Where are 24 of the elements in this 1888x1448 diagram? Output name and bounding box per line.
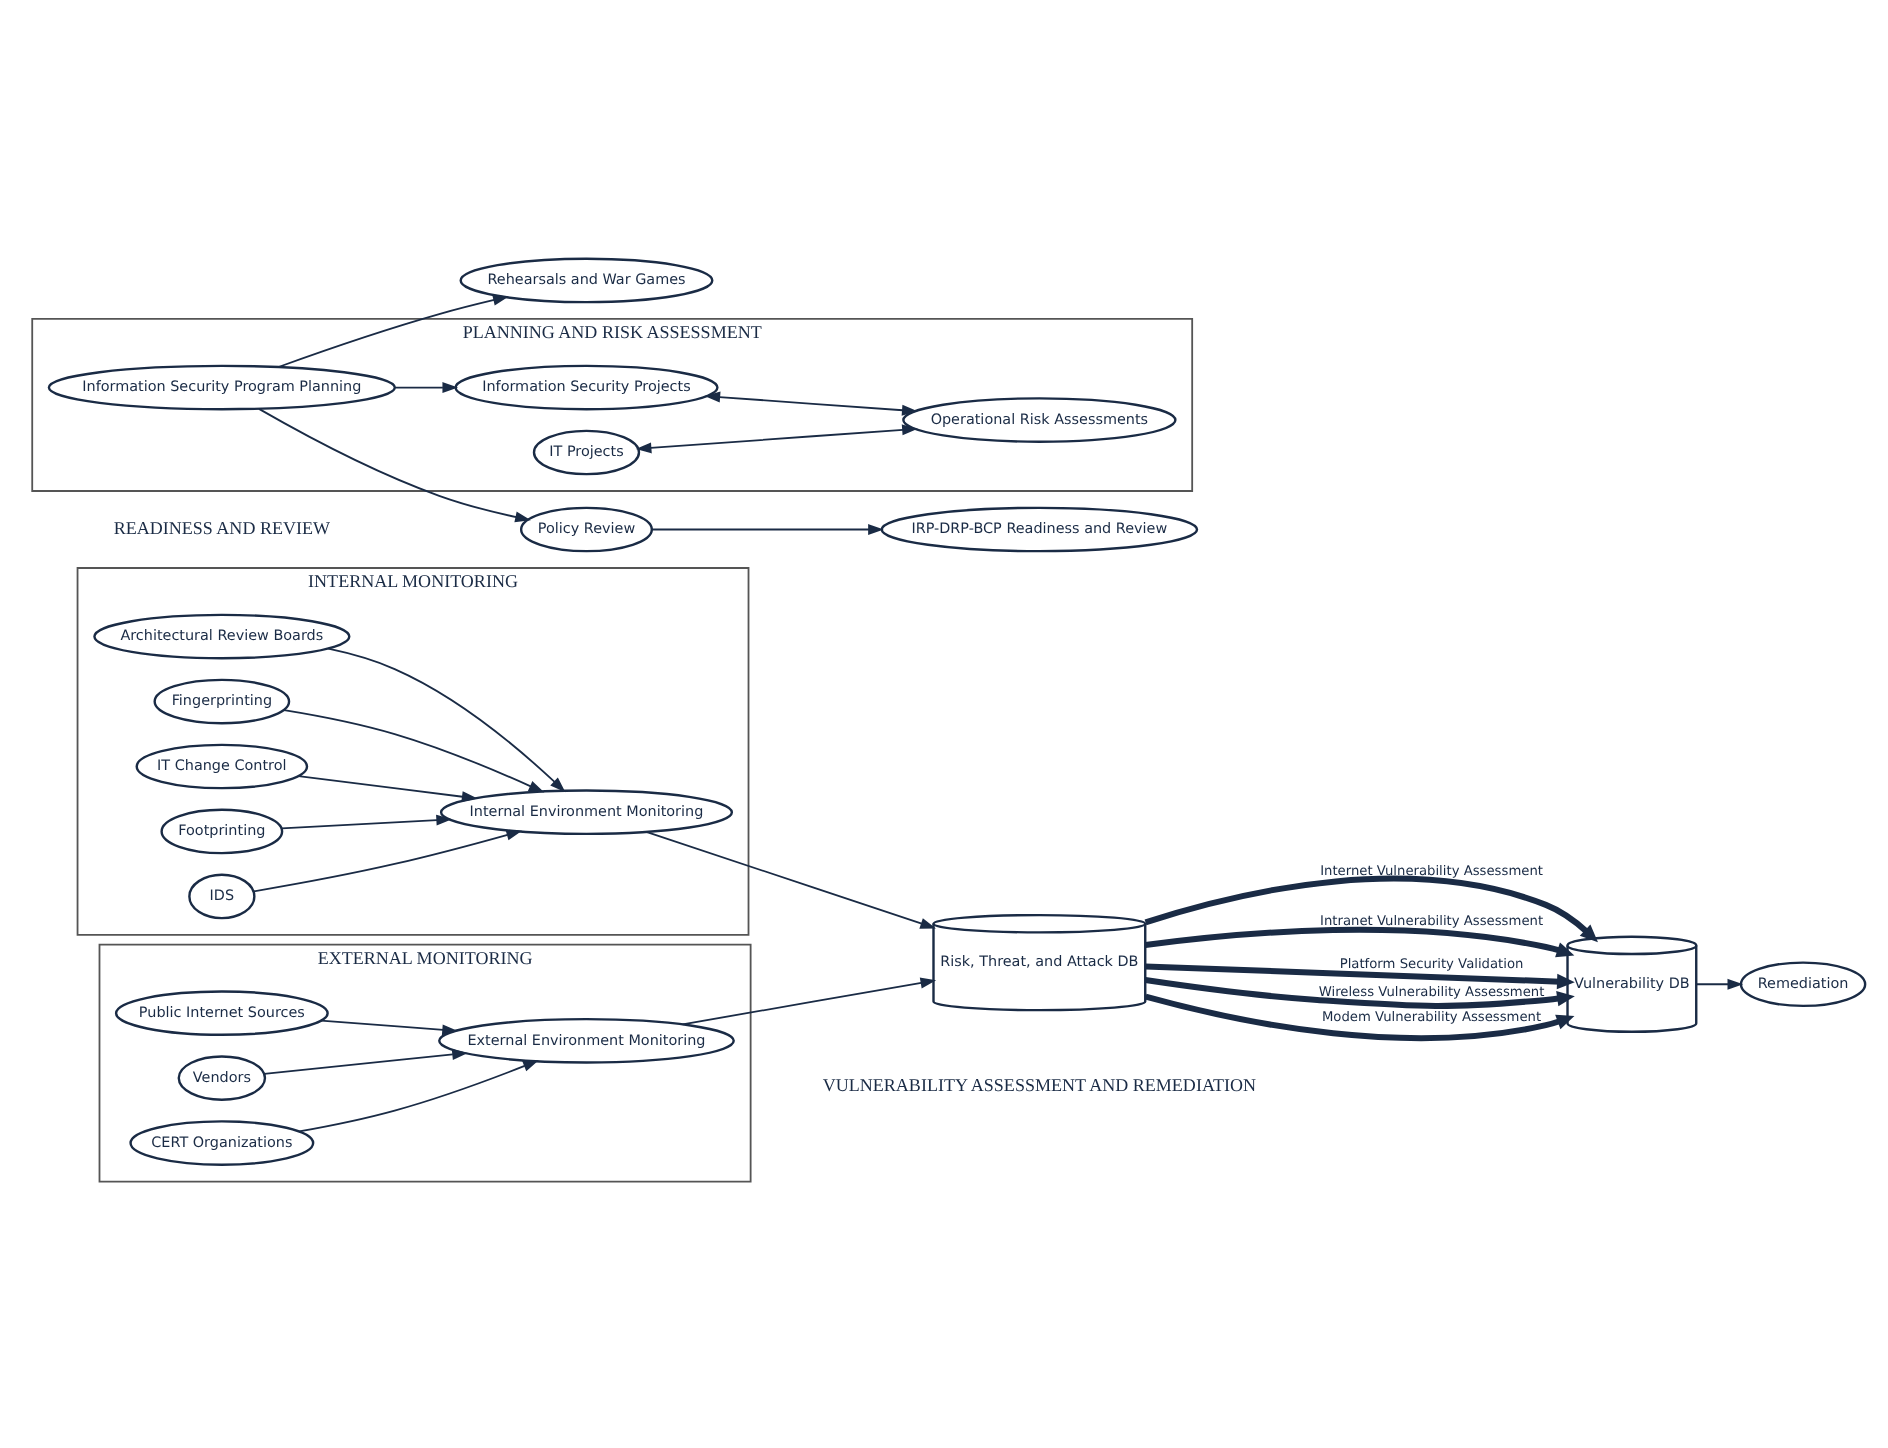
arrow: [646, 830, 936, 928]
arrow: [297, 774, 478, 802]
arrow: [252, 828, 523, 892]
arrow: [298, 1059, 539, 1132]
arrow: [283, 708, 545, 792]
arrow: [1145, 925, 1575, 957]
arrow: [1145, 962, 1575, 989]
arrow: [327, 646, 566, 792]
arrow: [650, 523, 884, 534]
arrow: [704, 390, 918, 415]
arrow: [1144, 874, 1598, 942]
label: READINESS AND REVIEW: [113, 516, 331, 537]
arrow: [394, 381, 459, 392]
arrow: [277, 293, 509, 367]
arrow: [681, 976, 937, 1025]
arrow: [258, 407, 531, 522]
arrow: [1144, 976, 1575, 1008]
arrow: [635, 423, 918, 453]
label: VULNERABILITY ASSESSMENT AND REMEDIATION: [822, 1073, 1257, 1094]
arrow: [263, 1048, 468, 1074]
arrow: [320, 1018, 458, 1035]
arrow: [280, 813, 452, 829]
arrow: [1144, 992, 1575, 1040]
arrow: [1695, 977, 1744, 989]
